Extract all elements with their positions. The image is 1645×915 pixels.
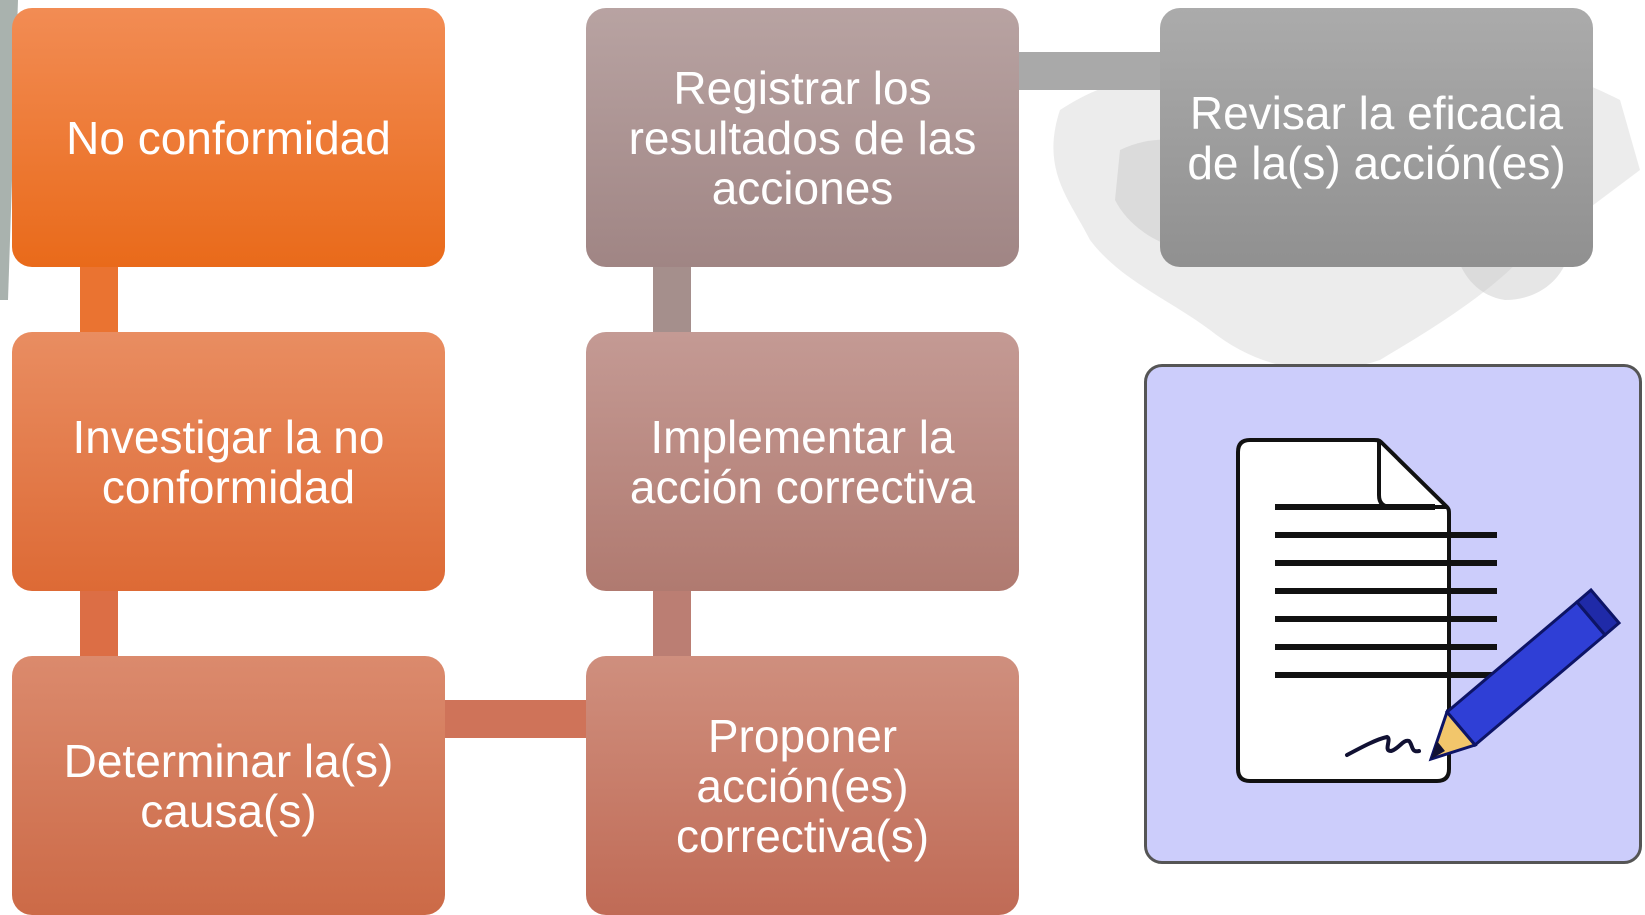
step-implementar: Implementar la acción correctiva bbox=[586, 332, 1019, 591]
step-label: Determinar la(s) causa(s) bbox=[63, 734, 394, 837]
step-determinar: Determinar la(s) causa(s) bbox=[12, 656, 445, 915]
step-label: Revisar la eficacia de la(s) acción(es) bbox=[1187, 86, 1566, 189]
step-revisar: Revisar la eficacia de la(s) acción(es) bbox=[1160, 8, 1593, 267]
connector-3-4 bbox=[440, 700, 590, 738]
connector-5-6 bbox=[653, 260, 691, 340]
step-no-conformidad: No conformidad bbox=[12, 8, 445, 267]
document-illustration-card bbox=[1144, 364, 1642, 864]
step-label: Implementar la acción correctiva bbox=[629, 410, 976, 513]
connector-1-2 bbox=[80, 260, 118, 340]
step-registrar: Registrar los resultados de las acciones bbox=[586, 8, 1019, 267]
step-investigar: Investigar la no conformidad bbox=[12, 332, 445, 591]
step-label: Investigar la no conformidad bbox=[72, 410, 385, 513]
connector-6-7 bbox=[1015, 52, 1165, 90]
step-label: Registrar los resultados de las acciones bbox=[628, 61, 977, 214]
document-with-pen-icon bbox=[1236, 438, 1622, 783]
step-label: No conformidad bbox=[66, 111, 391, 164]
connector-4-5 bbox=[653, 585, 691, 665]
step-label: Proponer acción(es) correctiva(s) bbox=[675, 709, 930, 862]
step-proponer: Proponer acción(es) correctiva(s) bbox=[586, 656, 1019, 915]
connector-2-3 bbox=[80, 585, 118, 665]
